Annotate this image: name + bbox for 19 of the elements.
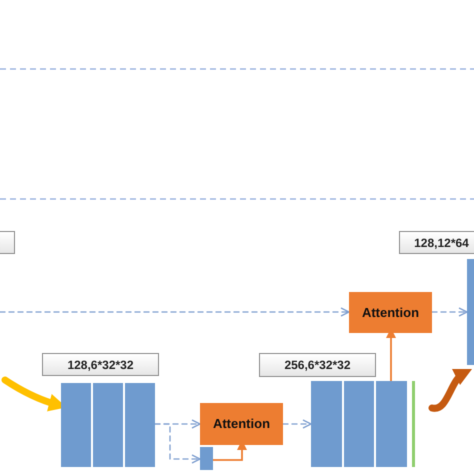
shape-label-box [399,231,474,254]
dimension-text: 128,6*32*32 [67,356,134,374]
module-label: Attention [362,304,420,322]
arrow [282,419,312,429]
arrow [428,368,472,412]
feature-bar [200,447,213,470]
arrow [154,423,201,464]
feature-block [61,383,155,467]
shape-label-box [259,353,376,377]
arrow [431,307,468,317]
feature-block [311,381,407,467]
dimension-text: 256,6*32*32 [284,357,351,374]
dimension-text: 128,12*64 [414,234,469,252]
feature-bar [412,381,415,467]
arrow [0,307,350,317]
shape-label-box [42,353,159,376]
attention-box [200,403,283,445]
attention-box [349,292,432,333]
module-label: Attention [212,415,270,434]
